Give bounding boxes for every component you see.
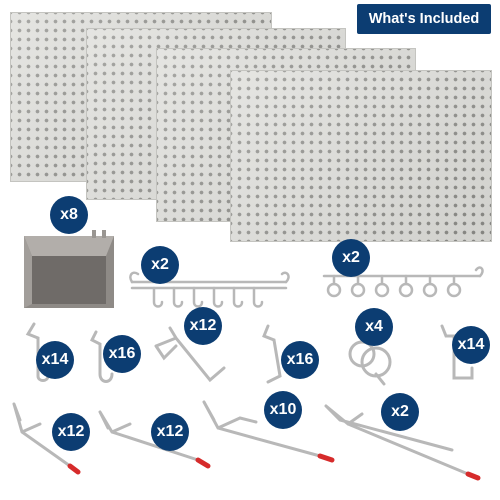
pegboard-panel-icon <box>230 70 492 242</box>
short-straight-hook-icon <box>10 398 82 478</box>
j-hook-icon <box>24 322 54 384</box>
quantity-badge: x4 <box>355 308 393 346</box>
l-hook-icon <box>438 324 478 384</box>
quantity-badge: x14 <box>36 341 74 379</box>
curved-hook-icon <box>88 330 118 386</box>
long-straight-hook-icon <box>200 392 340 468</box>
quantity-badge: x12 <box>52 413 90 451</box>
bent-hook-icon <box>150 324 232 384</box>
quantity-badge: x16 <box>281 341 319 379</box>
quantity-badge: x12 <box>151 413 189 451</box>
quantity-badge: x10 <box>264 391 302 429</box>
quantity-badge: x2 <box>381 393 419 431</box>
quantity-badge: x14 <box>452 326 490 364</box>
double-prong-hook-icon <box>322 390 482 482</box>
quantity-badge: x12 <box>184 307 222 345</box>
quantity-badge: x2 <box>141 246 179 284</box>
quantity-badge: x2 <box>332 239 370 277</box>
storage-bin-icon <box>22 228 122 314</box>
angled-hook-icon <box>260 324 290 386</box>
quantity-badge: x16 <box>103 335 141 373</box>
whats-included-badge: What's Included <box>357 4 491 34</box>
quantity-badge: x8 <box>50 196 88 234</box>
